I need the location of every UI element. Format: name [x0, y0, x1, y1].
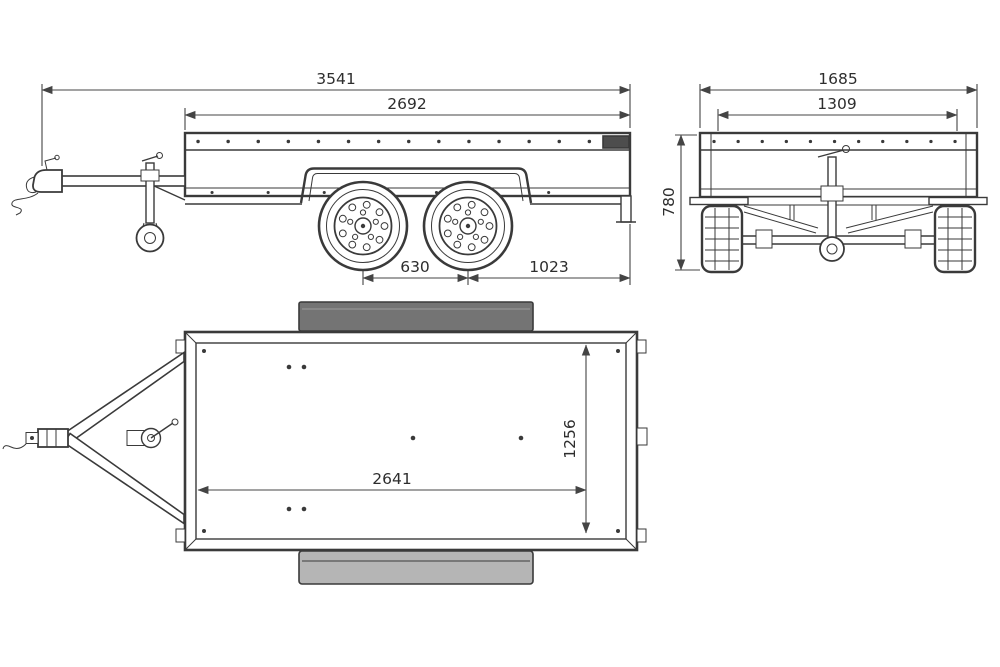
floor-bolt: [410, 435, 416, 441]
dim-label-axle-to-rear: 1023: [529, 258, 568, 276]
latch-right-bottom: [636, 528, 647, 543]
wheel-rear: [422, 180, 514, 272]
dim-label-inner-width-rear: 1309: [817, 95, 856, 113]
tire-left: [700, 204, 744, 274]
fender-right-rear: [928, 196, 988, 206]
hinge-left-bottom: [175, 528, 186, 543]
dim-label-overall-width: 1685: [818, 70, 857, 88]
latch-right-top: [636, 339, 647, 354]
floor-bolt: [301, 364, 307, 370]
dim-label-height: 780: [660, 187, 678, 217]
side-view: 3541 2692: [11, 70, 636, 285]
coupler-body: [32, 169, 63, 193]
board-rear: [298, 550, 534, 585]
coupler-jaw: [25, 176, 37, 194]
dim-label-box-length: 2692: [387, 95, 426, 113]
chassis-rails: [151, 184, 621, 205]
tail-lamp: [602, 135, 630, 149]
drawbar-beam: [59, 175, 186, 187]
jockey-wheel-side: [135, 152, 165, 253]
drawbar-top: [2, 350, 185, 526]
rear-extension-lines: [675, 84, 978, 271]
floor-bolt: [286, 506, 292, 512]
box-top: [175, 330, 648, 552]
tire-right: [933, 204, 977, 274]
hitch-coupler-side: [11, 154, 186, 216]
fender-left-rear: [689, 196, 749, 206]
dim-label-overall-length: 3541: [316, 70, 355, 88]
wheel-front: [317, 180, 409, 272]
coupler-handle: [44, 157, 57, 171]
floor-bolt: [286, 364, 292, 370]
board-front: [298, 301, 534, 332]
jockey-wheel-rear: [817, 145, 850, 262]
top-view: 2641 1256: [2, 301, 648, 585]
fender-side: [299, 167, 533, 204]
rear-post: [620, 195, 632, 223]
coupler-top: [37, 428, 69, 448]
coupler-handle-knob: [54, 154, 60, 161]
breakaway-cable-top: [2, 443, 27, 450]
dim-label-inner-width-top: 1256: [561, 419, 579, 458]
hinge-left-top: [175, 339, 186, 354]
axle-assembly: [742, 205, 935, 249]
floor-bolt: [301, 506, 307, 512]
rear-view: 1685 1309 780: [660, 70, 988, 274]
breakaway-cable: [11, 192, 39, 216]
latch-right-middle: [636, 427, 648, 446]
dim-label-inner-length: 2641: [372, 470, 411, 488]
dim-label-axle-spacing: 630: [400, 258, 430, 276]
floor-bolt: [518, 435, 524, 441]
trailer-body-side: [151, 131, 636, 223]
